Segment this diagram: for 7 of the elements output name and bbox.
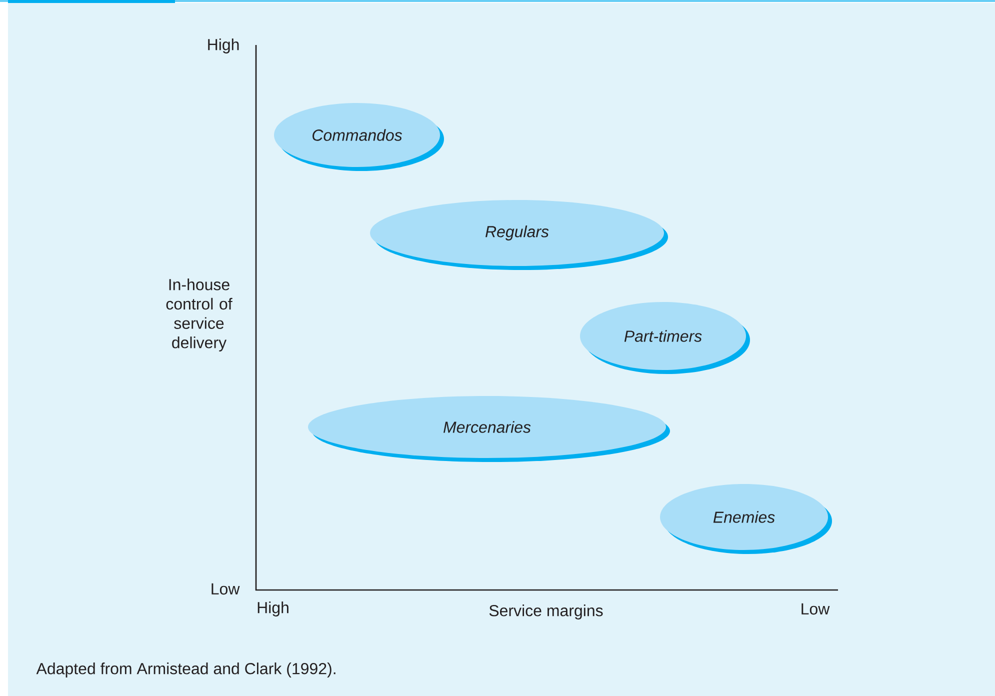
axis-label: Low [212, 583, 240, 595]
axis-label: Service margins [489, 604, 603, 620]
axis-label: Low [802, 603, 830, 615]
axis-label: In-house control of service delivery [166, 278, 232, 352]
axis-label: High [208, 38, 239, 54]
axis-label: High [258, 602, 288, 616]
caption: Adapted from Armistead and Clark (1992). [36, 662, 336, 678]
